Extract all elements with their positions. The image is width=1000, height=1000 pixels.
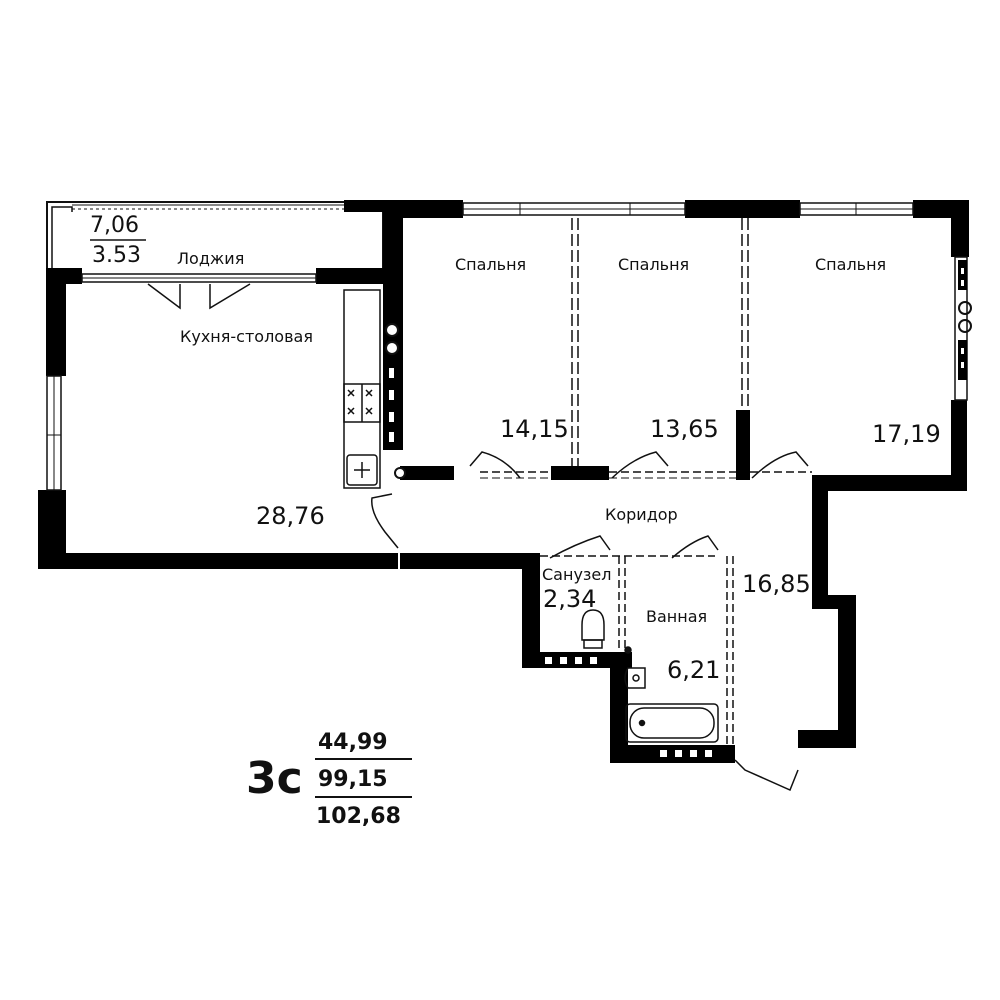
kitchen-label: Кухня-столовая (180, 327, 313, 346)
wc-label: Санузел (542, 565, 611, 584)
bathroom-label: Ванная (646, 607, 707, 626)
total-area: 99,15 (318, 767, 388, 792)
bathroom-area: 6,21 (667, 656, 720, 684)
bedroom3-label: Спальня (815, 255, 886, 274)
total-area-with-loggia: 102,68 (316, 804, 401, 829)
wc-area: 2,34 (543, 585, 596, 613)
bedroom1-area: 14,15 (500, 415, 569, 443)
corridor-area: 16,85 (742, 570, 811, 598)
bathtub-fixture (625, 703, 719, 743)
loggia-window (81, 273, 317, 310)
apartment-summary: 3с 44,99 99,15 102,68 (246, 730, 412, 829)
bedroom1-label: Спальня (455, 255, 526, 274)
sink-fixture (624, 667, 646, 689)
loggia-area: 7,06 (90, 213, 139, 238)
corridor-label: Коридор (605, 505, 678, 524)
toilet-fixture (581, 609, 632, 654)
bedroom3-area: 17,19 (872, 420, 941, 448)
living-area-total: 44,99 (318, 730, 388, 755)
kitchen-area: 28,76 (256, 502, 325, 530)
right-window (954, 256, 972, 401)
kitchen-counter (343, 289, 381, 489)
doors (371, 451, 809, 792)
loggia-reduced-area: 3.53 (92, 243, 141, 268)
left-window (46, 375, 62, 491)
inner-walls (383, 218, 812, 757)
bedroom2-label: Спальня (618, 255, 689, 274)
outer-walls (38, 200, 969, 763)
bedroom2-area: 13,65 (650, 415, 719, 443)
room-labels: 7,06 3.53 Лоджия Кухня-столовая 28,76 Сп… (90, 213, 941, 684)
apartment-type: 3с (246, 753, 303, 804)
loggia-label: Лоджия (177, 249, 244, 268)
top-windows (462, 202, 914, 216)
